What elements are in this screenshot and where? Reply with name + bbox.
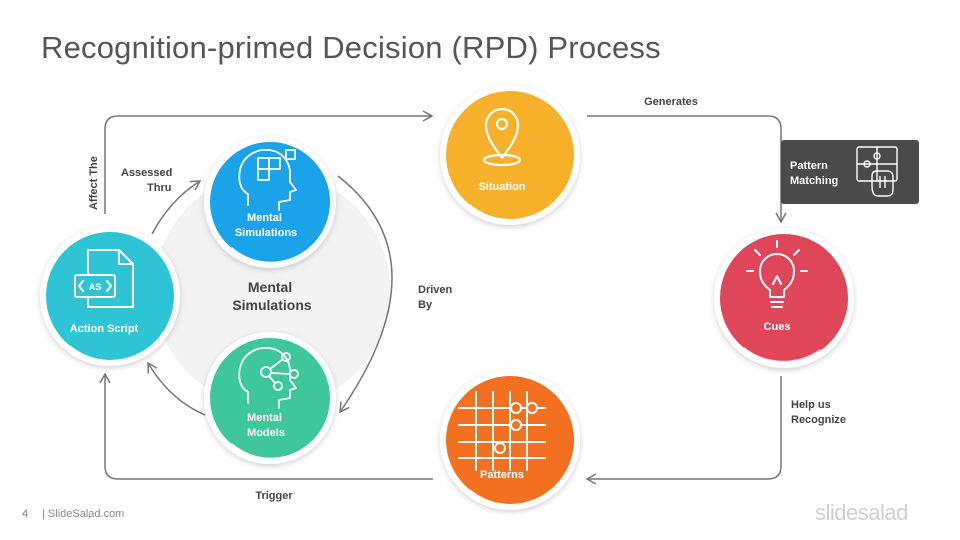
node-patterns: Patterns [440, 370, 580, 510]
pattern-matching-box: Pattern Matching [781, 140, 919, 204]
as-file-icon: AS [74, 249, 134, 308]
node-mental-models-label: Mental Models [247, 412, 285, 439]
node-situation: Situation [440, 85, 580, 225]
footer-site: | SlideSalad.com [42, 508, 125, 520]
location-pin-icon [482, 107, 522, 167]
edge-label-driven-by: Driven By [418, 284, 455, 311]
node-mental-simulations: Mental Simulations [204, 136, 336, 268]
edge-action-to-mental-sim [151, 180, 202, 235]
head-puzzle-icon [238, 149, 297, 211]
edge-models-to-action [147, 361, 206, 416]
page-number: 4 [22, 508, 29, 520]
center-label: Mental Simulations [232, 279, 312, 313]
edge-cues-to-patterns [585, 376, 782, 485]
node-mental-models: Mental Models [204, 332, 336, 464]
node-patterns-label: Patterns [480, 469, 524, 481]
slide-title: Recognition-primed Decision (RPD) Proces… [41, 30, 661, 65]
brand-logo: slidesalad [815, 500, 908, 525]
node-cues-label: Cues [764, 321, 791, 333]
node-action-script: AS Action Script [40, 226, 180, 366]
edge-action-to-situation [104, 110, 434, 214]
edge-label-trigger: Trigger [255, 490, 293, 502]
pattern-matching-label: Pattern Matching [790, 160, 838, 187]
edge-label-affect-the: Affect The [88, 156, 100, 210]
node-situation-label: Situation [478, 181, 525, 193]
svg-text:AS: AS [89, 282, 102, 292]
edge-situation-to-cues [587, 115, 787, 224]
node-action-script-label: Action Script [70, 323, 139, 335]
node-mental-simulations-label: Mental Simulations [235, 212, 297, 239]
edge-label-help-us-recognize: Help us Recognize [791, 399, 846, 426]
node-cues: Cues [714, 228, 854, 368]
lightbulb-icon [746, 240, 808, 308]
edge-patterns-to-action [99, 372, 433, 480]
puzzle-hand-icon [856, 146, 898, 197]
grid-pattern-icon [458, 391, 546, 471]
edge-label-assessed-thru: Assessed Thru [121, 167, 175, 194]
edge-label-generates: Generates [644, 96, 698, 108]
edge-mental-sim-to-models [337, 175, 393, 414]
head-network-icon [238, 347, 299, 409]
